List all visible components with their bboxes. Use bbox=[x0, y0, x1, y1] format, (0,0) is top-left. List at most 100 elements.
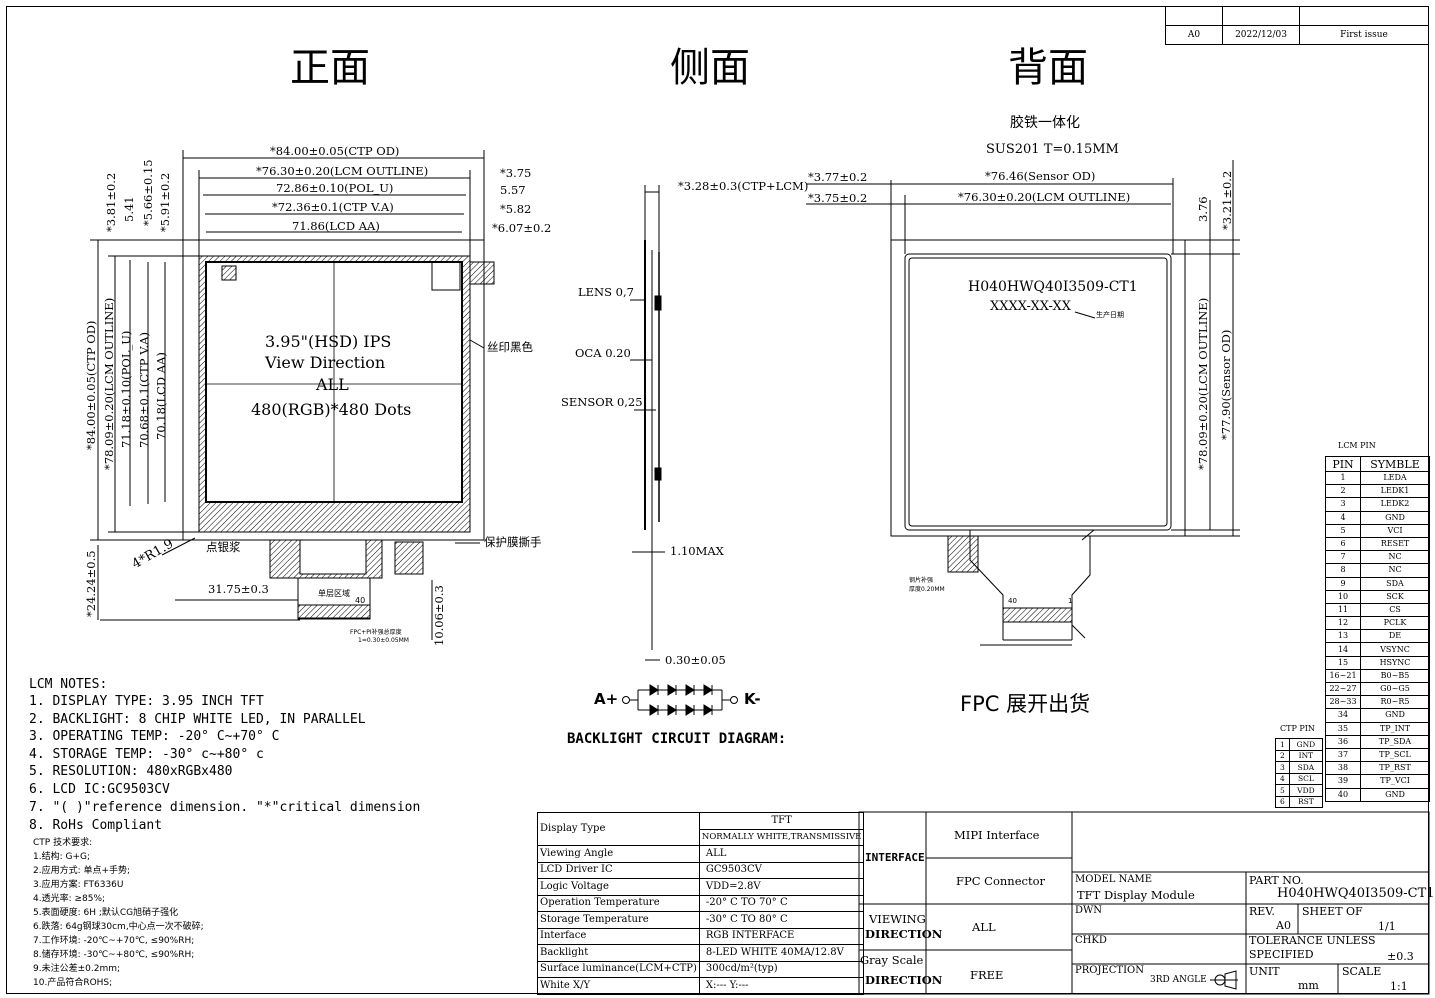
resolution-text: 480(RGB)*480 Dots bbox=[251, 400, 412, 419]
back-dim-left-1: *3.77±0.2 bbox=[808, 170, 868, 184]
lcm-pin-title: LCM PIN bbox=[1338, 441, 1376, 450]
back-dim-left-2: *3.75±0.2 bbox=[808, 191, 868, 205]
unit-value: mm bbox=[1298, 979, 1319, 992]
fpc-left-dim: 31.75±0.3 bbox=[208, 582, 269, 596]
ctp-note-item: 6.跌落: 64g钢球30cm,中心点一次不破碎; bbox=[33, 922, 204, 932]
pin-symbol: RST bbox=[1288, 795, 1324, 808]
revision-table: A0 2022/12/03 First issue bbox=[1165, 6, 1429, 45]
protect-film-label: 保护膜撕手 bbox=[484, 535, 542, 549]
spec-value: X:--- Y:--- bbox=[698, 977, 865, 995]
ctp-pin-title: CTP PIN bbox=[1280, 724, 1315, 733]
dim-pol-u: 72.86±0.10(POL_U) bbox=[276, 181, 394, 195]
fpc-thickness-dim: 0.30±0.05 bbox=[665, 653, 726, 667]
spec-key: Display Type bbox=[537, 812, 700, 846]
note-item: 6. LCD IC:GC9503CV bbox=[29, 782, 170, 797]
ctp-note-item: 10.产品符合ROHS; bbox=[33, 978, 113, 988]
sheet-label: SHEET OF bbox=[1302, 905, 1363, 918]
pin-symbol: INT bbox=[1288, 749, 1324, 762]
ctp-note-item: 1.结构: G+G; bbox=[33, 852, 91, 862]
back-lcm-outline bbox=[904, 253, 1172, 531]
model-name-label: MODEL NAME bbox=[1075, 874, 1153, 885]
front-fpc-pin: 40 bbox=[355, 596, 366, 605]
pin-symbol: VDD bbox=[1288, 784, 1324, 797]
viewing-value: ALL bbox=[972, 920, 996, 934]
tolerance-specified: SPECIFIED bbox=[1249, 948, 1314, 961]
dim-ctp-od: *84.00±0.05(CTP OD) bbox=[270, 144, 400, 158]
ctp-note-item: 4.透光率: ≥85%; bbox=[33, 894, 106, 904]
dim-right-4: *6.07±0.2 bbox=[492, 221, 552, 235]
stiffener-label: 单层区域 bbox=[318, 589, 350, 598]
dim-ctp-va: *72.36±0.1(CTP V.A) bbox=[272, 200, 394, 214]
pin-number: 2 bbox=[1275, 749, 1290, 762]
interface-fpc: FPC Connector bbox=[956, 874, 1045, 888]
note-item: 8. RoHs Compliant bbox=[29, 818, 163, 833]
fpc-thickness-note1: FPC+PI补强总厚度 bbox=[350, 629, 402, 636]
ctp-note-item: 2.应用方式: 单点+手势; bbox=[33, 866, 131, 876]
backlight-title: BACKLIGHT CIRCUIT DIAGRAM: bbox=[567, 731, 787, 747]
display-type-text: 3.95"(HSD) IPS bbox=[265, 332, 392, 351]
pin-symbol: SDA bbox=[1288, 761, 1324, 774]
rev-label: REV. bbox=[1249, 905, 1275, 918]
silkscreen-label: 丝印黑色 bbox=[487, 340, 533, 354]
revision-row: A0 2022/12/03 First issue bbox=[1165, 25, 1429, 45]
silver-paste-label: 点银浆 bbox=[206, 540, 241, 554]
view-all-text: ALL bbox=[316, 375, 349, 394]
model-name-value: TFT Display Module bbox=[1077, 888, 1195, 902]
sheet-value: 1/1 bbox=[1378, 920, 1396, 933]
rev-value: A0 bbox=[1276, 919, 1291, 932]
dim-right-2: 5.57 bbox=[500, 183, 526, 197]
front-logo-mark bbox=[221, 265, 237, 281]
view-direction-text: View Direction bbox=[265, 353, 386, 372]
front-connector bbox=[394, 541, 424, 575]
back-dim-sensor: *76.46(Sensor OD) bbox=[985, 169, 1096, 183]
dim-right-1: *3.75 bbox=[500, 166, 532, 180]
dim-right-3: *5.82 bbox=[500, 202, 532, 216]
spec-key: White X/Y bbox=[537, 977, 700, 995]
interface-mipi: MIPI Interface bbox=[954, 828, 1040, 842]
note-item: 5. RESOLUTION: 480xRGBx480 bbox=[29, 764, 233, 779]
fpc-ship-label: FPC 展开出货 bbox=[960, 692, 1091, 716]
ctp-note-item: 8.储存环境: -30℃~+80℃, ≤90%RH; bbox=[33, 950, 195, 960]
scale-value: 1:1 bbox=[1390, 980, 1408, 993]
back-date-label: 生产日期 bbox=[1096, 311, 1124, 319]
ctp-note-item: 7.工作环境: -20℃~+70℃, ≤90%RH; bbox=[33, 936, 195, 946]
gray-scale-label: Gray Scale bbox=[860, 953, 924, 967]
lcm-notes-title: LCM NOTES: bbox=[29, 677, 108, 692]
pin-number: 40 bbox=[1325, 787, 1361, 802]
side-max-dim: 1.10MAX bbox=[670, 544, 724, 558]
fpc-thickness-note2: 1=0.30±0.05MM bbox=[358, 637, 409, 644]
note-item: 2. BACKLIGHT: 8 CHIP WHITE LED, IN PARAL… bbox=[29, 712, 366, 727]
scale-label: SCALE bbox=[1342, 965, 1382, 978]
cathode-label: K- bbox=[744, 690, 761, 708]
back-material: 胶铁一体化 bbox=[1010, 115, 1080, 131]
steel-label-1: 钢片补强 bbox=[909, 577, 934, 584]
tolerance-value: ±0.3 bbox=[1387, 950, 1414, 963]
layer-oca: OCA 0.20 bbox=[575, 346, 631, 360]
viewing-direction-label: DIRECTION bbox=[865, 927, 943, 941]
back-dim-lcm: *76.30±0.20(LCM OUTLINE) bbox=[958, 190, 1131, 204]
pin-symbol: GND bbox=[1360, 787, 1430, 802]
note-item: 1. DISPLAY TYPE: 3.95 INCH TFT bbox=[29, 694, 264, 709]
dwn-label: DWN bbox=[1075, 905, 1103, 916]
side-view-title: 侧面 bbox=[670, 45, 750, 91]
tolerance-label: TOLERANCE UNLESS bbox=[1249, 934, 1376, 947]
